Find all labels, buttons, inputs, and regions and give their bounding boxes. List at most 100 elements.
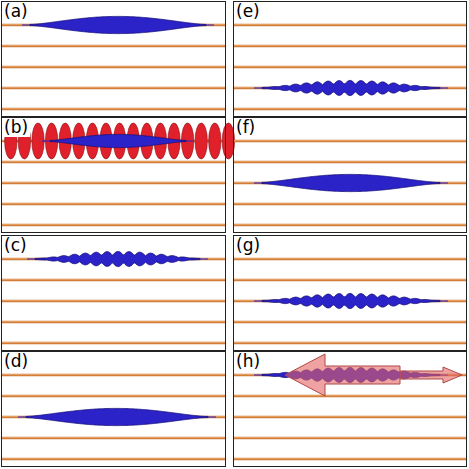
waveguide bbox=[234, 108, 466, 110]
waveguide-highlight bbox=[2, 395, 225, 396]
figure-panel: (h) bbox=[233, 351, 467, 467]
waveguide bbox=[2, 374, 225, 376]
panel-drawing bbox=[2, 16, 225, 109]
waveguide-highlight bbox=[2, 45, 225, 46]
figure-panel: (f) bbox=[233, 117, 467, 233]
panel-drawing bbox=[234, 141, 466, 225]
figure-panel: (c) bbox=[1, 235, 226, 351]
waveguide-highlight bbox=[2, 66, 225, 67]
waveguide-highlight bbox=[234, 342, 466, 343]
waveguide-highlight bbox=[2, 374, 225, 375]
waveguide bbox=[2, 279, 225, 281]
waveguide bbox=[234, 140, 466, 142]
waveguide-highlight bbox=[2, 279, 225, 280]
waveguide bbox=[234, 437, 466, 439]
waveguide-highlight bbox=[2, 342, 225, 343]
panel-label: (b) bbox=[3, 118, 30, 137]
waveguide-highlight bbox=[234, 279, 466, 280]
panel-label: (g) bbox=[235, 236, 262, 255]
panel-label: (e) bbox=[235, 2, 262, 21]
waveguide-highlight bbox=[234, 416, 466, 417]
waveguide bbox=[234, 321, 466, 323]
waveguide bbox=[234, 224, 466, 226]
wave-packet bbox=[262, 80, 440, 95]
panel-drawing bbox=[2, 123, 235, 225]
panel-drawing bbox=[2, 375, 225, 459]
waveguide bbox=[2, 45, 225, 47]
waveguide bbox=[2, 321, 225, 323]
wave-packet bbox=[35, 251, 200, 266]
figure-panel: (e) bbox=[233, 1, 467, 117]
panel-label: (f) bbox=[235, 118, 257, 137]
panel-label: (d) bbox=[3, 352, 30, 371]
waveguide-highlight bbox=[234, 458, 466, 459]
waveguide-highlight bbox=[234, 395, 466, 396]
waveguide-highlight bbox=[2, 321, 225, 322]
field-lobe bbox=[209, 123, 221, 159]
waveguide bbox=[234, 279, 466, 281]
wave-packet bbox=[26, 408, 208, 425]
waveguide bbox=[2, 203, 225, 205]
waveguide-highlight bbox=[234, 258, 466, 259]
wave-packet bbox=[262, 174, 440, 191]
waveguide bbox=[2, 224, 225, 226]
waveguide bbox=[2, 182, 225, 184]
waveguide-highlight bbox=[234, 140, 466, 141]
figure-panel: (b) bbox=[1, 117, 226, 233]
waveguide-highlight bbox=[234, 203, 466, 204]
waveguide bbox=[234, 342, 466, 344]
figure-panel: (d) bbox=[1, 351, 226, 467]
panel-drawing bbox=[234, 259, 466, 343]
field-lobe bbox=[195, 123, 207, 159]
waveguide bbox=[2, 66, 225, 68]
waveguide-highlight bbox=[2, 224, 225, 225]
wave-packet bbox=[50, 134, 186, 147]
waveguide-highlight bbox=[234, 224, 466, 225]
figure-panel: (a) bbox=[1, 1, 226, 117]
panel-drawing bbox=[234, 25, 466, 109]
waveguide-highlight bbox=[234, 24, 466, 25]
waveguide-highlight bbox=[2, 300, 225, 301]
waveguide-highlight bbox=[234, 45, 466, 46]
panel-drawing bbox=[2, 251, 225, 343]
waveguide bbox=[2, 161, 225, 163]
panel-label: (a) bbox=[3, 2, 30, 21]
waveguide bbox=[234, 203, 466, 205]
waveguide bbox=[234, 24, 466, 26]
waveguide bbox=[2, 300, 225, 302]
waveguide-highlight bbox=[2, 87, 225, 88]
waveguide bbox=[234, 395, 466, 397]
waveguide bbox=[234, 45, 466, 47]
waveguide bbox=[2, 87, 225, 89]
waveguide bbox=[234, 458, 466, 460]
waveguide-highlight bbox=[234, 108, 466, 109]
figure-panel: (g) bbox=[233, 235, 467, 351]
waveguide-highlight bbox=[2, 161, 225, 162]
waveguide-highlight bbox=[234, 66, 466, 67]
panel-drawing bbox=[234, 354, 466, 459]
waveguide-highlight bbox=[2, 437, 225, 438]
waveguide bbox=[2, 342, 225, 344]
waveguide bbox=[234, 66, 466, 68]
waveguide bbox=[2, 458, 225, 460]
panel-label: (c) bbox=[3, 236, 29, 255]
waveguide-highlight bbox=[234, 321, 466, 322]
wave-packet bbox=[30, 16, 206, 33]
waveguide-highlight bbox=[234, 437, 466, 438]
waveguide-highlight bbox=[2, 182, 225, 183]
velocity-arrow bbox=[285, 354, 400, 396]
waveguide bbox=[2, 395, 225, 397]
velocity-arrow bbox=[400, 367, 462, 383]
waveguide bbox=[234, 258, 466, 260]
waveguide bbox=[234, 161, 466, 163]
waveguide bbox=[2, 437, 225, 439]
waveguide bbox=[234, 416, 466, 418]
waveguide bbox=[2, 108, 225, 110]
panel-label: (h) bbox=[235, 352, 262, 371]
wave-packet bbox=[262, 293, 440, 308]
waveguide-highlight bbox=[2, 108, 225, 109]
waveguide-highlight bbox=[2, 458, 225, 459]
waveguide-highlight bbox=[234, 161, 466, 162]
waveguide-highlight bbox=[2, 203, 225, 204]
